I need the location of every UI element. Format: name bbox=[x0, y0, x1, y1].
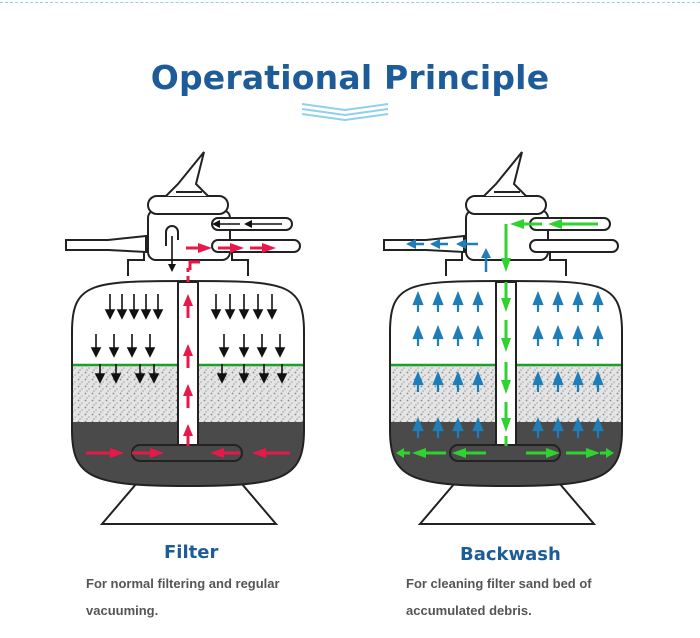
backwash-flow-arrows bbox=[396, 219, 614, 458]
top-dashed-rule bbox=[0, 2, 700, 3]
backwash-label: Backwash bbox=[460, 544, 561, 565]
filter-flow-arrows bbox=[86, 220, 290, 458]
backwash-multiport-valve bbox=[383, 151, 619, 276]
filter-description: For normal filtering and regular vacuumi… bbox=[86, 570, 280, 624]
page-title: Operational Principle bbox=[150, 58, 550, 97]
backwash-description: For cleaning filter sand bed of accumula… bbox=[406, 570, 592, 624]
filter-description-line-2: vacuuming. bbox=[86, 603, 159, 618]
filter-description-line-1: For normal filtering and regular bbox=[86, 576, 280, 591]
backwash-description-line-1: For cleaning filter sand bed of bbox=[406, 576, 592, 591]
backwash-description-line-2: accumulated debris. bbox=[406, 603, 532, 618]
operational-diagram bbox=[65, 151, 623, 525]
filter-multiport-valve bbox=[65, 151, 301, 276]
filter-tank bbox=[65, 151, 305, 525]
title-chevron-decoration bbox=[301, 103, 389, 122]
filter-label: Filter bbox=[164, 542, 219, 563]
